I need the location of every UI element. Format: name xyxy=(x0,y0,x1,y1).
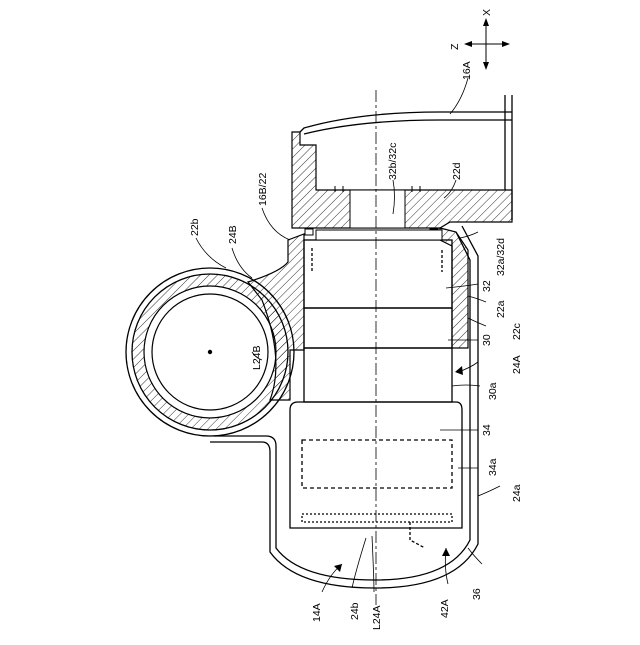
label-42A: 42A xyxy=(439,599,451,618)
wall-22a xyxy=(440,228,468,348)
label-32b-32c: 32b/32c xyxy=(387,143,399,180)
label-34a: 34a xyxy=(487,458,499,476)
label-16B-22: 16B/22 xyxy=(257,173,269,206)
label-L24B: L24B xyxy=(251,345,263,370)
component-32-30 xyxy=(304,240,452,402)
label-24A: 24A xyxy=(511,355,523,374)
label-32a-32d: 32a/32d xyxy=(495,238,507,276)
seals xyxy=(305,229,442,240)
label-22d: 22d xyxy=(451,162,463,180)
label-36: 36 xyxy=(471,588,483,600)
label-22a: 22a xyxy=(495,300,507,318)
label-24a: 24a xyxy=(511,484,523,502)
arrows xyxy=(334,366,463,572)
label-22c: 22c xyxy=(511,323,523,340)
label-24b: 24b xyxy=(349,602,361,620)
upper-flange-hatched xyxy=(292,132,512,228)
label-16A: 16A xyxy=(461,61,473,80)
label-24B: 24B xyxy=(227,225,239,244)
axis-label-z: Z xyxy=(449,43,461,50)
label-L24A: L24A xyxy=(371,605,383,630)
label-14A: 14A xyxy=(311,603,323,622)
label-32: 32 xyxy=(481,280,493,292)
axis-label-x: X xyxy=(481,9,493,16)
label-30: 30 xyxy=(481,334,493,346)
label-22b: 22b xyxy=(189,218,201,236)
label-34: 34 xyxy=(481,424,493,436)
label-30a: 30a xyxy=(487,382,499,400)
